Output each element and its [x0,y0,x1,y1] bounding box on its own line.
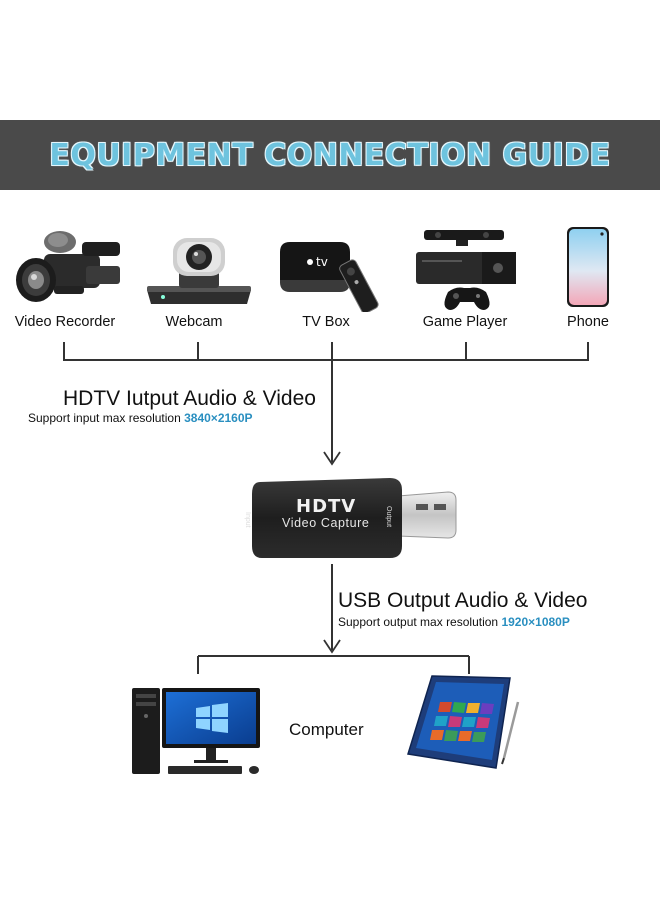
output-support-text: Support output max resolution 1920×1080P [338,615,570,629]
computer-label: Computer [289,720,364,739]
device-label-tv-box: TV Box [302,314,350,330]
webcam-icon [147,238,251,304]
output-heading: USB Output Audio & Video [338,589,588,612]
input-support-label: Support input max resolution [28,411,181,425]
tablet-icon [407,675,520,769]
device-label-phone: Phone [567,314,609,330]
video-recorder-icon [16,231,120,302]
capture-name: Video Capture [282,516,370,530]
page-title: EQUIPMENT CONNECTION GUIDE [49,137,611,173]
input-resolution: 3840×2160P [184,411,253,425]
hdtv-capture-device [252,478,457,558]
tv-logo: tv [316,255,328,269]
device-label-webcam: Webcam [165,314,223,330]
output-resolution: 1920×1080P [501,615,570,629]
output-support-label: Support output max resolution [338,615,499,629]
device-label-video-recorder: Video Recorder [14,314,116,330]
capture-brand: HDTV [296,496,357,517]
capture-input-port: Input [244,512,251,528]
computer-icon [132,688,260,774]
input-support-text: Support input max resolution 3840×2160P [28,411,253,425]
title-banner: EQUIPMENT CONNECTION GUIDE [0,120,660,190]
device-label-game-player: Game Player [422,314,508,330]
game-player-icon [416,230,516,310]
phone-icon [567,227,609,307]
capture-output-port: Output [385,506,392,528]
input-heading: HDTV Iutput Audio & Video [63,387,316,410]
tv-box-icon: tv [280,242,379,312]
